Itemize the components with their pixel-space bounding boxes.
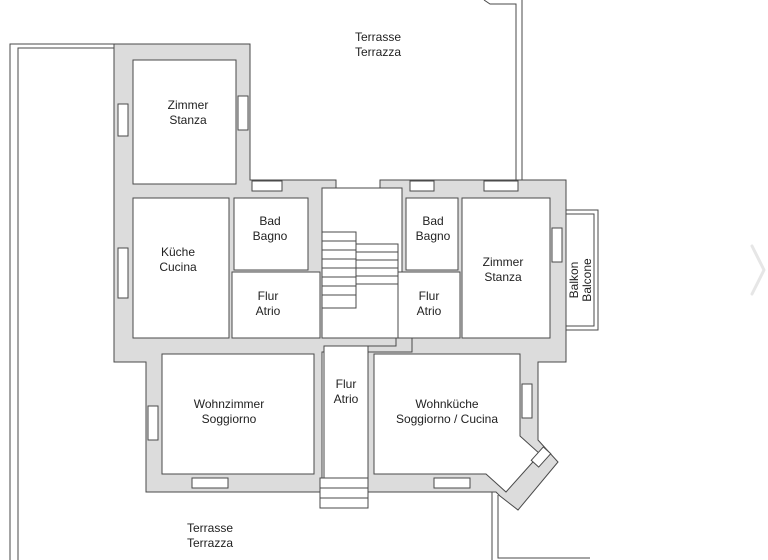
room-wohnkueche: [373, 353, 541, 493]
room-zimmer-right: [461, 197, 551, 339]
rooms: [132, 59, 551, 493]
room-wohnzimmer: [161, 353, 315, 475]
room-bad-left: [233, 197, 309, 271]
windows: [117, 95, 563, 489]
room-flur-center: [323, 345, 369, 479]
label-balkon: BalkonBalcone: [567, 258, 594, 302]
staircase: [319, 231, 399, 509]
chevron-right-icon[interactable]: [740, 240, 768, 300]
room-flur-left: [231, 271, 321, 339]
balcony: [566, 209, 599, 331]
room-zimmer-left: [132, 59, 237, 185]
property-lines: [9, 0, 590, 560]
room-bad-right: [405, 197, 459, 271]
room-kueche: [132, 197, 230, 339]
room-flur-right: [397, 271, 461, 339]
